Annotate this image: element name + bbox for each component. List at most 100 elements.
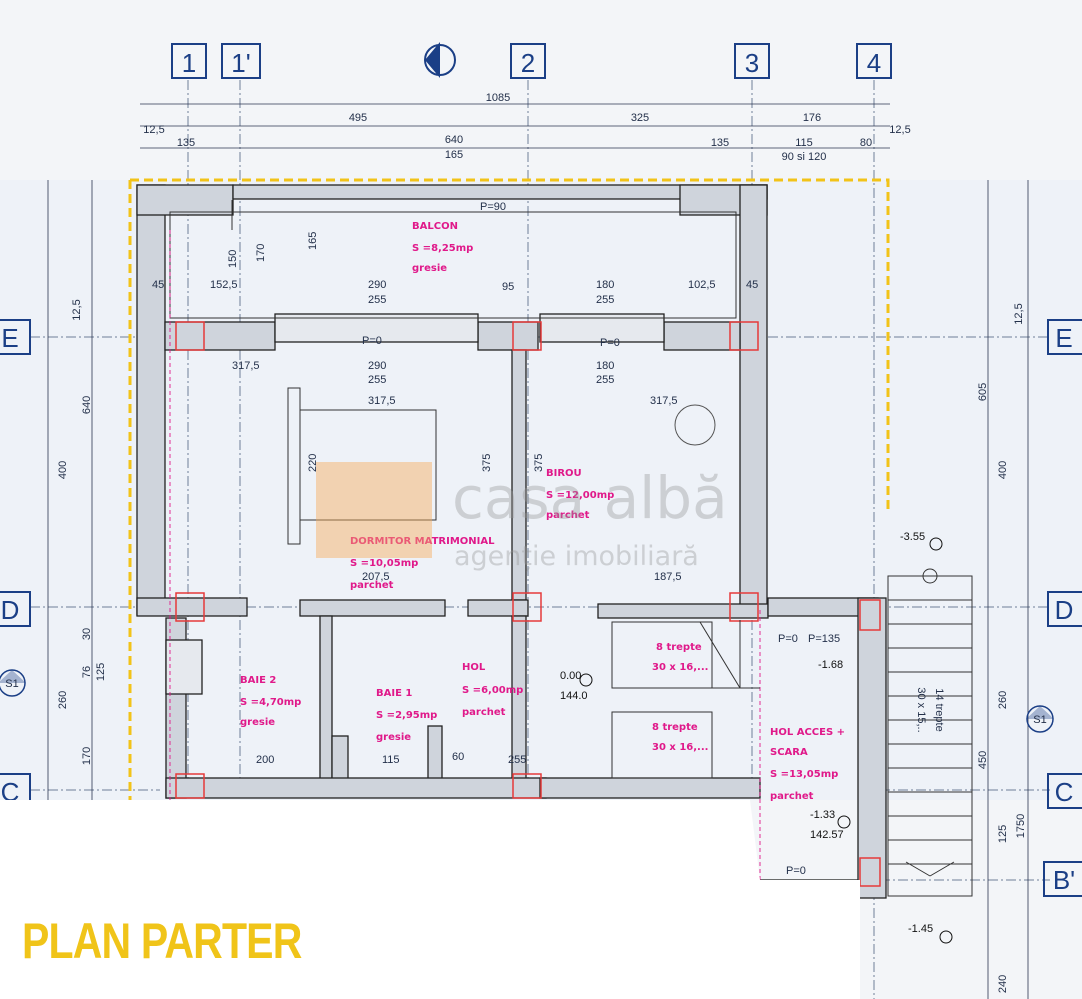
dim-right-3: 400 (997, 461, 1009, 479)
level-0: 0.00 (560, 670, 581, 682)
grid-label-row-D-right: D (1055, 595, 1074, 625)
svg-text:317,5: 317,5 (650, 395, 678, 407)
svg-text:S =13,05mp: S =13,05mp (770, 769, 838, 780)
svg-text:parchet: parchet (770, 791, 814, 802)
svg-text:102,5: 102,5 (688, 279, 716, 291)
stair-label-2: 8 trepte (652, 722, 698, 733)
dim-small-4: 135 (711, 137, 729, 149)
parapet-label-5: P=135 (808, 633, 840, 645)
section-marker-left: S1 (0, 669, 26, 697)
dim-left-4: 30 (81, 628, 93, 640)
watermark-brand: casa albă (452, 464, 728, 532)
section-label-left: S1 (5, 678, 18, 690)
dim-right-7: 1750 (1015, 814, 1027, 838)
level-markers: 0.00 144.0 -3.55 -1.68 -1.33 142.57 -1.4… (560, 531, 953, 944)
dim-small-6: 80 (860, 137, 872, 149)
walls (136, 184, 887, 899)
svg-text:220: 220 (307, 454, 319, 472)
svg-text:parchet: parchet (350, 580, 394, 591)
svg-text:255: 255 (508, 754, 526, 766)
svg-text:165: 165 (307, 232, 319, 250)
dim-seg-1: 495 (349, 112, 367, 124)
svg-text:BAIE 1: BAIE 1 (376, 688, 412, 699)
svg-text:S =4,70mp: S =4,70mp (240, 697, 301, 708)
level-4: -1.33 (810, 809, 835, 821)
dim-left-8: 170 (81, 747, 93, 765)
dim-right-1: 12,5 (1013, 303, 1025, 324)
dim-left-6: 125 (95, 663, 107, 681)
grid-label-row-E-left: E (1, 323, 18, 353)
svg-text:290: 290 (368, 360, 386, 372)
dim-edge-left: 12,5 (143, 124, 164, 136)
svg-text:95: 95 (502, 281, 514, 293)
watermark-subtitle: agenție imobiliară (454, 541, 699, 572)
north-arrow-icon (424, 42, 456, 78)
door-width-label: 60 (452, 751, 464, 763)
svg-text:BAIE 2: BAIE 2 (240, 675, 276, 686)
parapet-label-2: P=0 (362, 335, 382, 347)
grid-column-labels: 1 1' 2 3 4 (171, 43, 892, 79)
dim-left-7: 260 (57, 691, 69, 709)
svg-text:115: 115 (382, 754, 400, 766)
level-5: 142.57 (810, 829, 844, 841)
svg-text:187,5: 187,5 (654, 571, 682, 583)
dim-right-4: 260 (997, 691, 1009, 709)
level-6: -1.45 (908, 923, 933, 935)
stair-label-3: 14 trepte (933, 688, 945, 731)
stair-size-1: 30 x 16,... (652, 662, 708, 673)
svg-text:180: 180 (596, 360, 614, 372)
svg-text:gresie: gresie (412, 263, 447, 274)
room-label-baie-2: BAIE 2 S =4,70mp gresie (240, 675, 301, 728)
svg-text:S =12,00mp: S =12,00mp (546, 490, 614, 501)
room-label-balcon: BALCON S =8,25mp gresie (412, 221, 473, 274)
dim-left-5: 76 (81, 666, 93, 678)
grid-row-labels: E E D D C C B' (0, 319, 1082, 897)
level-1: 144.0 (560, 690, 588, 702)
svg-text:45: 45 (152, 279, 164, 291)
svg-text:290: 290 (368, 279, 386, 291)
dim-left-1: 12,5 (71, 299, 83, 320)
dim-right-8: 240 (997, 975, 1009, 993)
fixture-icon (674, 404, 716, 446)
dim-left-3: 400 (57, 461, 69, 479)
svg-text:200: 200 (256, 754, 274, 766)
parapet-label-6: P=0 (786, 865, 806, 877)
grid-label-row-C-right: C (1055, 777, 1074, 807)
svg-text:45: 45 (746, 279, 758, 291)
svg-text:gresie: gresie (376, 732, 411, 743)
grid-label-col-3: 3 (745, 48, 759, 78)
level-3: -1.68 (818, 659, 843, 671)
parapet-label-1: P=90 (480, 201, 506, 213)
svg-text:parchet: parchet (546, 510, 590, 521)
grid-label-col-1prime: 1' (231, 48, 250, 78)
inner-dimension-labels: 45 152,5 150 170 165 290 255 95 180 255 … (152, 232, 758, 766)
dim-overall: 1085 (486, 92, 510, 104)
parapet-label-4: P=0 (778, 633, 798, 645)
blank-area (0, 800, 860, 999)
svg-text:S =2,95mp: S =2,95mp (376, 710, 437, 721)
section-label-right: S1 (1033, 714, 1046, 726)
room-label-hol-acces: HOL ACCES + SCARA S =13,05mp parchet (770, 727, 845, 802)
svg-text:255: 255 (368, 374, 386, 386)
dim-small-5: 115 (795, 137, 813, 149)
watermark-logo-icon (316, 462, 432, 558)
svg-text:255: 255 (368, 294, 386, 306)
room-label-dormitor: DORMITOR MATRIMONIAL S =10,05mp parchet (350, 536, 495, 591)
svg-text:gresie: gresie (240, 717, 275, 728)
plan-title: PLAN PARTER (22, 913, 302, 969)
interior-stairs (611, 620, 760, 779)
svg-text:HOL: HOL (462, 662, 486, 673)
dim-seg-3: 176 (803, 112, 821, 124)
svg-text:317,5: 317,5 (368, 395, 396, 407)
svg-text:375: 375 (481, 454, 493, 472)
grid-label-row-E-right: E (1055, 323, 1072, 353)
grid-label-row-D-left: D (1, 595, 20, 625)
svg-text:317,5: 317,5 (232, 360, 260, 372)
svg-text:375: 375 (533, 454, 545, 472)
stair-label-1: 8 trepte (656, 642, 702, 653)
section-marker-right: S1 (1026, 705, 1054, 733)
svg-text:255: 255 (596, 374, 614, 386)
dim-small-1: 135 (177, 137, 195, 149)
svg-text:parchet: parchet (462, 707, 506, 718)
